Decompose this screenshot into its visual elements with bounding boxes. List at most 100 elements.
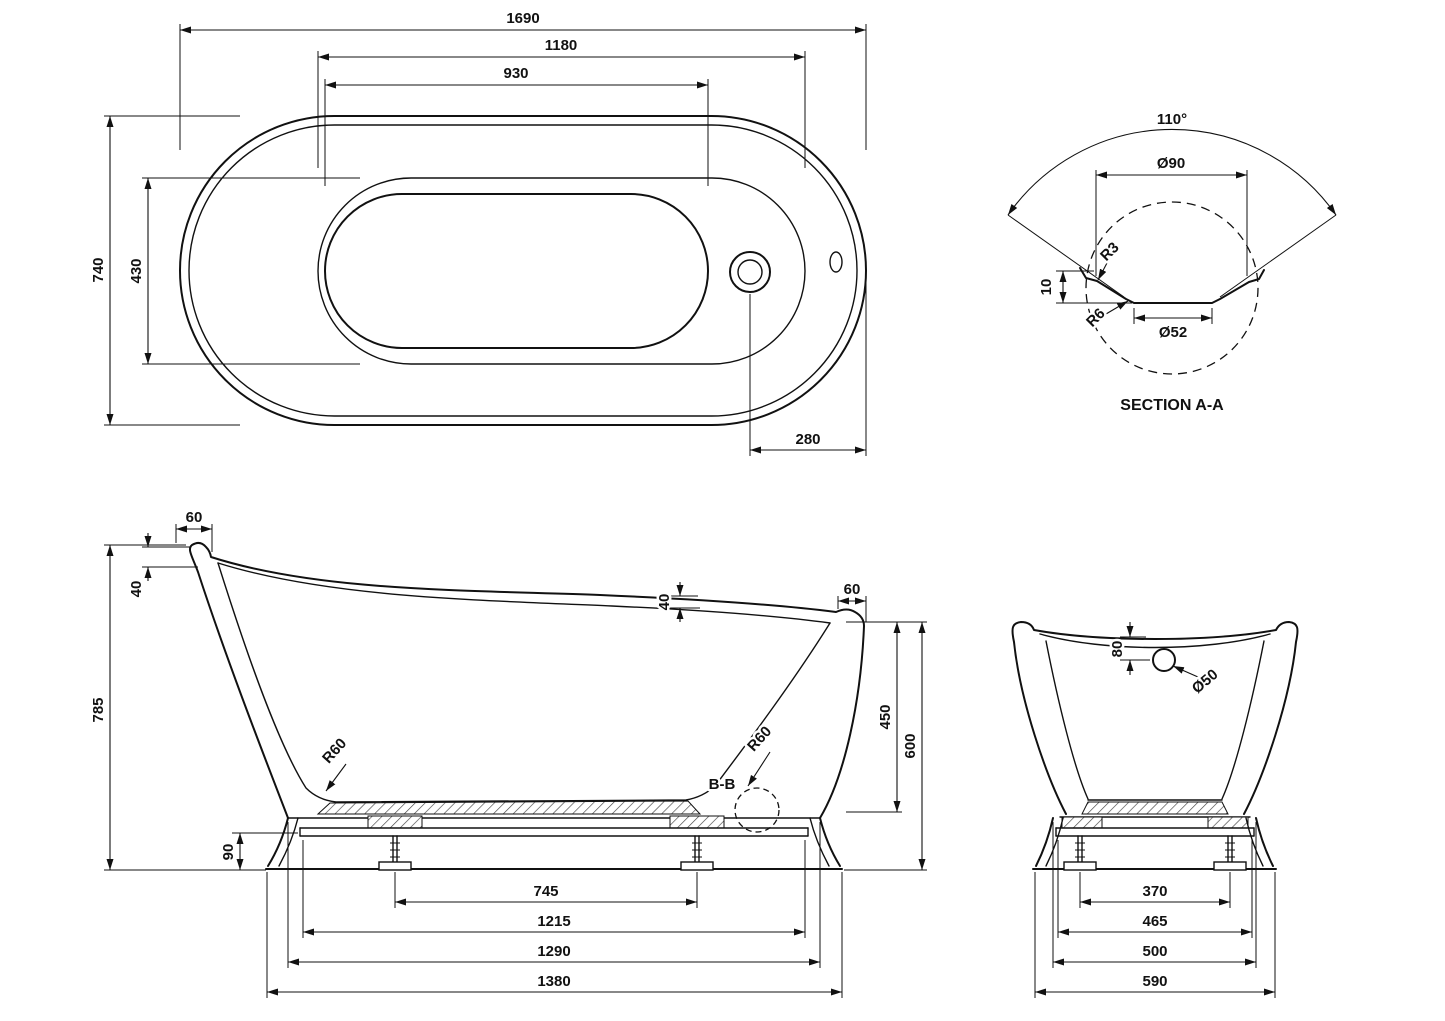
side-lip-left-drop-label: 40 — [128, 581, 145, 598]
side-dim-plinth-height: 90 — [218, 832, 298, 871]
leveling-foot-right — [680, 835, 714, 871]
side-chain-1290-label: 1290 — [537, 943, 570, 960]
section-dim-outer-diameter: Ø90 — [1095, 153, 1248, 276]
plan-inner-width-label: 430 — [128, 258, 145, 283]
section-fillet-bottom-callout: R6 — [1081, 300, 1129, 333]
plan-dim-floor-length: 930 — [324, 63, 709, 186]
end-dim-plinth-top-width: 500 — [1052, 822, 1257, 968]
end-dim-feet-spacing: 370 — [1079, 872, 1231, 908]
leveling-foot-left — [378, 835, 412, 871]
side-rim-height-label: 600 — [902, 733, 919, 758]
section-title: SECTION A-A — [1120, 397, 1224, 414]
plan-dim-overall-width: 740 — [88, 115, 240, 426]
side-dim-inner-depth: 450 — [846, 621, 902, 813]
end-elevation-view: 80 Ø50 370 465 500 590 — [1011, 621, 1299, 998]
end-dim-drain-drop: 80 — [1107, 622, 1150, 675]
side-radius-left-callout: R60 — [317, 733, 353, 792]
section-depth-label: 10 — [1038, 279, 1055, 296]
basin-opening-edge — [317, 177, 806, 365]
end-base-frame — [1055, 816, 1255, 837]
section-aa-view: 110° Ø90 Ø52 10 R3 R6 SECTION A- — [1007, 109, 1337, 417]
side-radius-right-callout: R60 — [742, 721, 778, 787]
end-foot-right — [1213, 835, 1247, 871]
plan-overall-width-label: 740 — [90, 257, 107, 282]
plan-dim-drain-offset: 280 — [749, 280, 867, 456]
tub-side-outer-profile — [188, 541, 865, 819]
overflow-slot — [829, 251, 843, 273]
end-dim-frame-width: 465 — [1057, 840, 1253, 938]
plan-floor-length-label: 930 — [503, 65, 528, 82]
angle-line-right — [1219, 214, 1337, 298]
plan-dim-opening-length: 1180 — [317, 35, 806, 168]
end-inner-wall-left — [1045, 640, 1089, 800]
side-dim-frame-length: 1215 — [302, 840, 806, 938]
angle-arc — [1007, 129, 1337, 216]
side-dim-rim-drop: 40 — [654, 582, 700, 622]
section-dim-depth: 10 — [1036, 270, 1132, 304]
side-dim-feet-spacing: 745 — [394, 872, 698, 908]
side-rim-drop-label: 40 — [656, 594, 673, 611]
side-dim-rim-height: 600 — [844, 621, 927, 871]
end-drain-drop-label: 80 — [1109, 641, 1126, 658]
end-chain-370-label: 370 — [1142, 883, 1167, 900]
section-fillet-top-label: R3 — [1097, 239, 1123, 265]
floor-hatch-band — [316, 800, 702, 815]
side-plinth-height-label: 90 — [220, 844, 237, 861]
angle-line-left — [1007, 214, 1125, 298]
tub-rim-edge — [188, 124, 858, 417]
side-chain-745-label: 745 — [533, 883, 558, 900]
side-dim-plinth-top-length: 1290 — [287, 822, 821, 968]
plan-dim-inner-width: 430 — [126, 177, 360, 365]
basin-floor-edge — [324, 193, 709, 349]
tub-side-opening-line — [217, 562, 831, 624]
side-dim-base-length: 1380 — [266, 872, 843, 998]
plan-dim-overall-length: 1690 — [179, 8, 867, 150]
plan-opening-length-label: 1180 — [545, 37, 578, 54]
side-overall-height-label: 785 — [90, 697, 107, 722]
section-dashed-circle — [1085, 201, 1259, 375]
section-inner-diameter-label: Ø52 — [1159, 324, 1187, 341]
end-chain-465-label: 465 — [1142, 913, 1167, 930]
end-chain-500-label: 500 — [1142, 943, 1167, 960]
plan-overall-length-label: 1690 — [506, 10, 539, 27]
end-drain-diameter-callout: Ø50 — [1172, 663, 1224, 700]
section-dim-inner-diameter: Ø52 — [1133, 308, 1213, 344]
tub-outer-edge — [179, 115, 867, 426]
detail-circle-bb — [734, 787, 780, 833]
side-chain-1215-label: 1215 — [537, 913, 570, 930]
section-fillet-top-callout: R3 — [1095, 237, 1125, 281]
tub-end-outer-profile — [1011, 621, 1299, 815]
drain-outer-circle — [729, 251, 771, 293]
end-dim-base-width: 590 — [1034, 872, 1276, 998]
side-lip-right-width-label: 60 — [844, 581, 861, 598]
side-lip-left-width-label: 60 — [186, 509, 203, 526]
side-radius-left-label: R60 — [319, 735, 350, 767]
end-drain-circle — [1152, 648, 1176, 672]
end-drain-diameter-label: Ø50 — [1189, 666, 1222, 697]
side-dim-overall-height: 785 — [88, 544, 262, 871]
side-radius-right-label: R60 — [744, 723, 775, 755]
section-fillet-bottom-label: R6 — [1083, 305, 1109, 331]
detail-bb-label: B-B — [709, 776, 736, 793]
section-angle-label: 110° — [1157, 111, 1187, 128]
plan-view: 1690 1180 930 740 430 — [88, 8, 867, 456]
plinth — [265, 817, 843, 870]
side-chain-1380-label: 1380 — [537, 973, 570, 990]
side-dim-lip-left-drop: 40 — [126, 533, 198, 600]
drain-inner-circle — [737, 259, 763, 285]
basin-inner-profile — [217, 562, 831, 803]
side-elevation-view: B-B R60 R60 60 40 785 — [88, 507, 927, 998]
end-inner-wall-right — [1221, 640, 1265, 800]
end-chain-590-label: 590 — [1142, 973, 1167, 990]
section-profile — [1079, 267, 1265, 304]
tub-end-opening-line — [1039, 633, 1271, 649]
base-frame — [299, 815, 809, 837]
end-floor-hatch-band — [1081, 801, 1229, 815]
plan-drain-offset-label: 280 — [795, 431, 820, 448]
section-outer-diameter-label: Ø90 — [1157, 155, 1185, 172]
side-inner-depth-label: 450 — [877, 704, 894, 729]
side-dim-lip-left-width: 60 — [175, 507, 213, 552]
side-dim-lip-right-width: 60 — [837, 579, 867, 622]
